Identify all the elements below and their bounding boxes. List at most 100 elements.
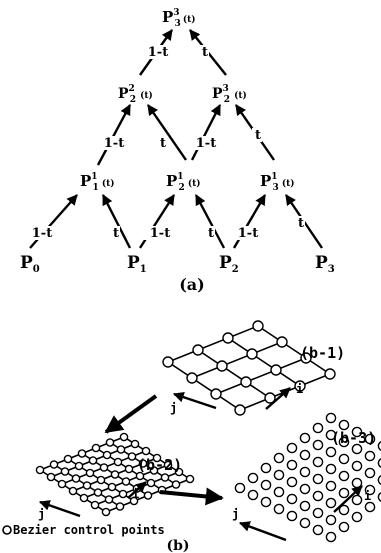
control-point [299, 466, 311, 478]
control-point [93, 488, 103, 497]
weight-label: t [160, 136, 166, 151]
control-point [247, 489, 259, 501]
control-point [252, 320, 264, 332]
control-point [49, 460, 59, 469]
control-point [299, 517, 311, 529]
grid-line [215, 357, 307, 395]
control-point [299, 483, 311, 495]
control-point [273, 486, 285, 498]
control-point [85, 468, 95, 478]
control-point [174, 467, 184, 477]
control-point [312, 507, 324, 519]
control-point [377, 492, 381, 502]
arrow-j-b3 [238, 521, 287, 542]
control-point [377, 458, 381, 468]
arrow-b2-to-b3 [159, 487, 224, 506]
control-point [325, 514, 337, 526]
edge-p1-p11 [101, 194, 132, 249]
grid-line [257, 325, 331, 375]
control-point [377, 441, 381, 451]
control-point [118, 489, 128, 499]
control-point [260, 479, 272, 491]
control-point [338, 504, 350, 516]
weight-label: t [113, 226, 119, 241]
label-b1: (b-1) [300, 344, 345, 362]
control-point [146, 478, 156, 488]
control-point [351, 443, 363, 455]
node-p2: P2 [219, 253, 239, 275]
control-point [351, 426, 363, 438]
weight-label: t [298, 216, 304, 231]
arrow-i-b3 [333, 485, 363, 513]
weight-label: 1-t [238, 226, 258, 241]
control-point [325, 497, 337, 509]
control-point [63, 454, 73, 464]
control-point [312, 473, 324, 485]
axis-i-b3: i [364, 489, 371, 503]
control-point [299, 500, 311, 512]
control-point [260, 462, 272, 474]
control-point [107, 482, 117, 492]
weight-label: 1-t [148, 45, 168, 60]
grid-b2 [35, 432, 195, 517]
arrow-j-b2 [38, 500, 81, 518]
control-point [74, 461, 84, 471]
label-b2: (b-2) [137, 456, 182, 474]
caption-a: (a) [179, 275, 205, 294]
node-p0: P0 [20, 253, 40, 275]
control-point [338, 419, 350, 431]
control-point [68, 486, 78, 496]
control-point [46, 472, 56, 482]
axis-j-b1: j [170, 401, 177, 415]
edge-p2-p21 [194, 194, 226, 249]
control-point [325, 463, 337, 475]
label-b3: (b-3) [331, 429, 376, 447]
control-point [234, 482, 246, 494]
control-point [77, 449, 87, 458]
control-point [364, 484, 376, 496]
control-point-icon [2, 525, 12, 535]
axis-i-b1: i [296, 382, 303, 396]
control-point [276, 336, 288, 348]
control-point [124, 464, 134, 474]
control-point [171, 480, 181, 489]
control-point [294, 380, 306, 392]
control-point [240, 376, 252, 388]
weight-label: t [202, 45, 208, 60]
control-point [82, 481, 92, 490]
control-point [162, 356, 174, 368]
control-point [121, 477, 131, 486]
axis-i-b2: i [132, 487, 139, 501]
control-point [79, 493, 89, 503]
control-point [210, 388, 222, 400]
weight-label: t [255, 128, 261, 143]
control-point [312, 490, 324, 502]
control-point [324, 368, 336, 380]
control-point [286, 442, 298, 454]
control-point [260, 496, 272, 508]
node-p3: P3 [315, 253, 335, 275]
control-point [351, 494, 363, 506]
control-point [338, 453, 350, 465]
control-point [300, 352, 312, 364]
control-point [312, 422, 324, 434]
control-point [273, 503, 285, 515]
control-point [312, 456, 324, 468]
control-point [338, 436, 350, 448]
control-point [338, 521, 350, 533]
control-point [192, 344, 204, 356]
control-point [143, 491, 153, 500]
edge-p21-p22 [147, 104, 187, 161]
node-p1: P1 [127, 253, 147, 275]
edge-p21-p23 [190, 104, 222, 161]
grid-line [227, 337, 301, 387]
arrow-j-b1 [172, 391, 217, 410]
legend-text: Bezier control points [13, 523, 165, 537]
